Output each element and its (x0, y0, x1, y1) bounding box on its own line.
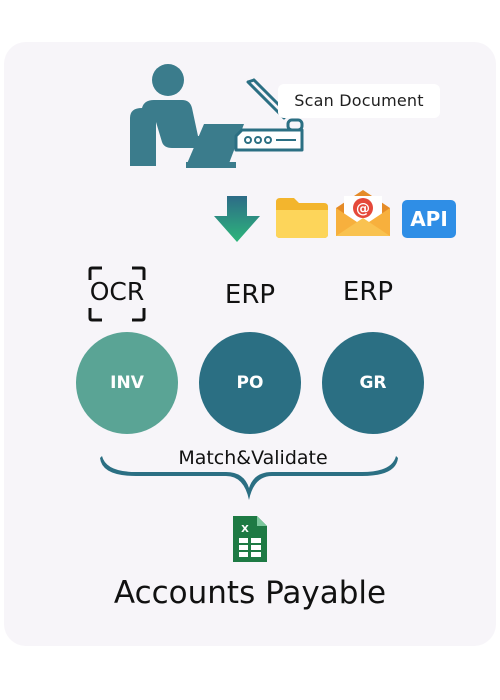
node-gr-label: GR (359, 373, 387, 393)
erp-label-po: ERP (224, 280, 276, 310)
ocr-label: OCR (89, 277, 145, 306)
match-validate-label: Match&Validate (178, 447, 328, 469)
accounts-payable-label: Accounts Payable (113, 575, 387, 611)
folder-icon (276, 198, 328, 238)
node-po: PO (199, 332, 301, 434)
node-inv-label: INV (110, 373, 144, 393)
ocr-scan-frame-icon (88, 266, 146, 322)
node-gr: GR (322, 332, 424, 434)
api-icon: API (402, 200, 456, 238)
svg-text:@: @ (356, 201, 370, 217)
erp-label-gr: ERP (342, 277, 394, 307)
scan-document-label: Scan Document (278, 84, 440, 118)
user-at-laptop-icon (130, 64, 244, 168)
node-inv: INV (76, 332, 178, 434)
svg-text:X: X (241, 524, 249, 535)
node-po-label: PO (236, 373, 264, 393)
excel-spreadsheet-icon: X (233, 516, 267, 562)
email-icon: @ (336, 190, 390, 236)
down-arrow-icon (214, 196, 260, 242)
scanner-icon (234, 78, 304, 152)
curly-brace-connector (100, 456, 398, 500)
